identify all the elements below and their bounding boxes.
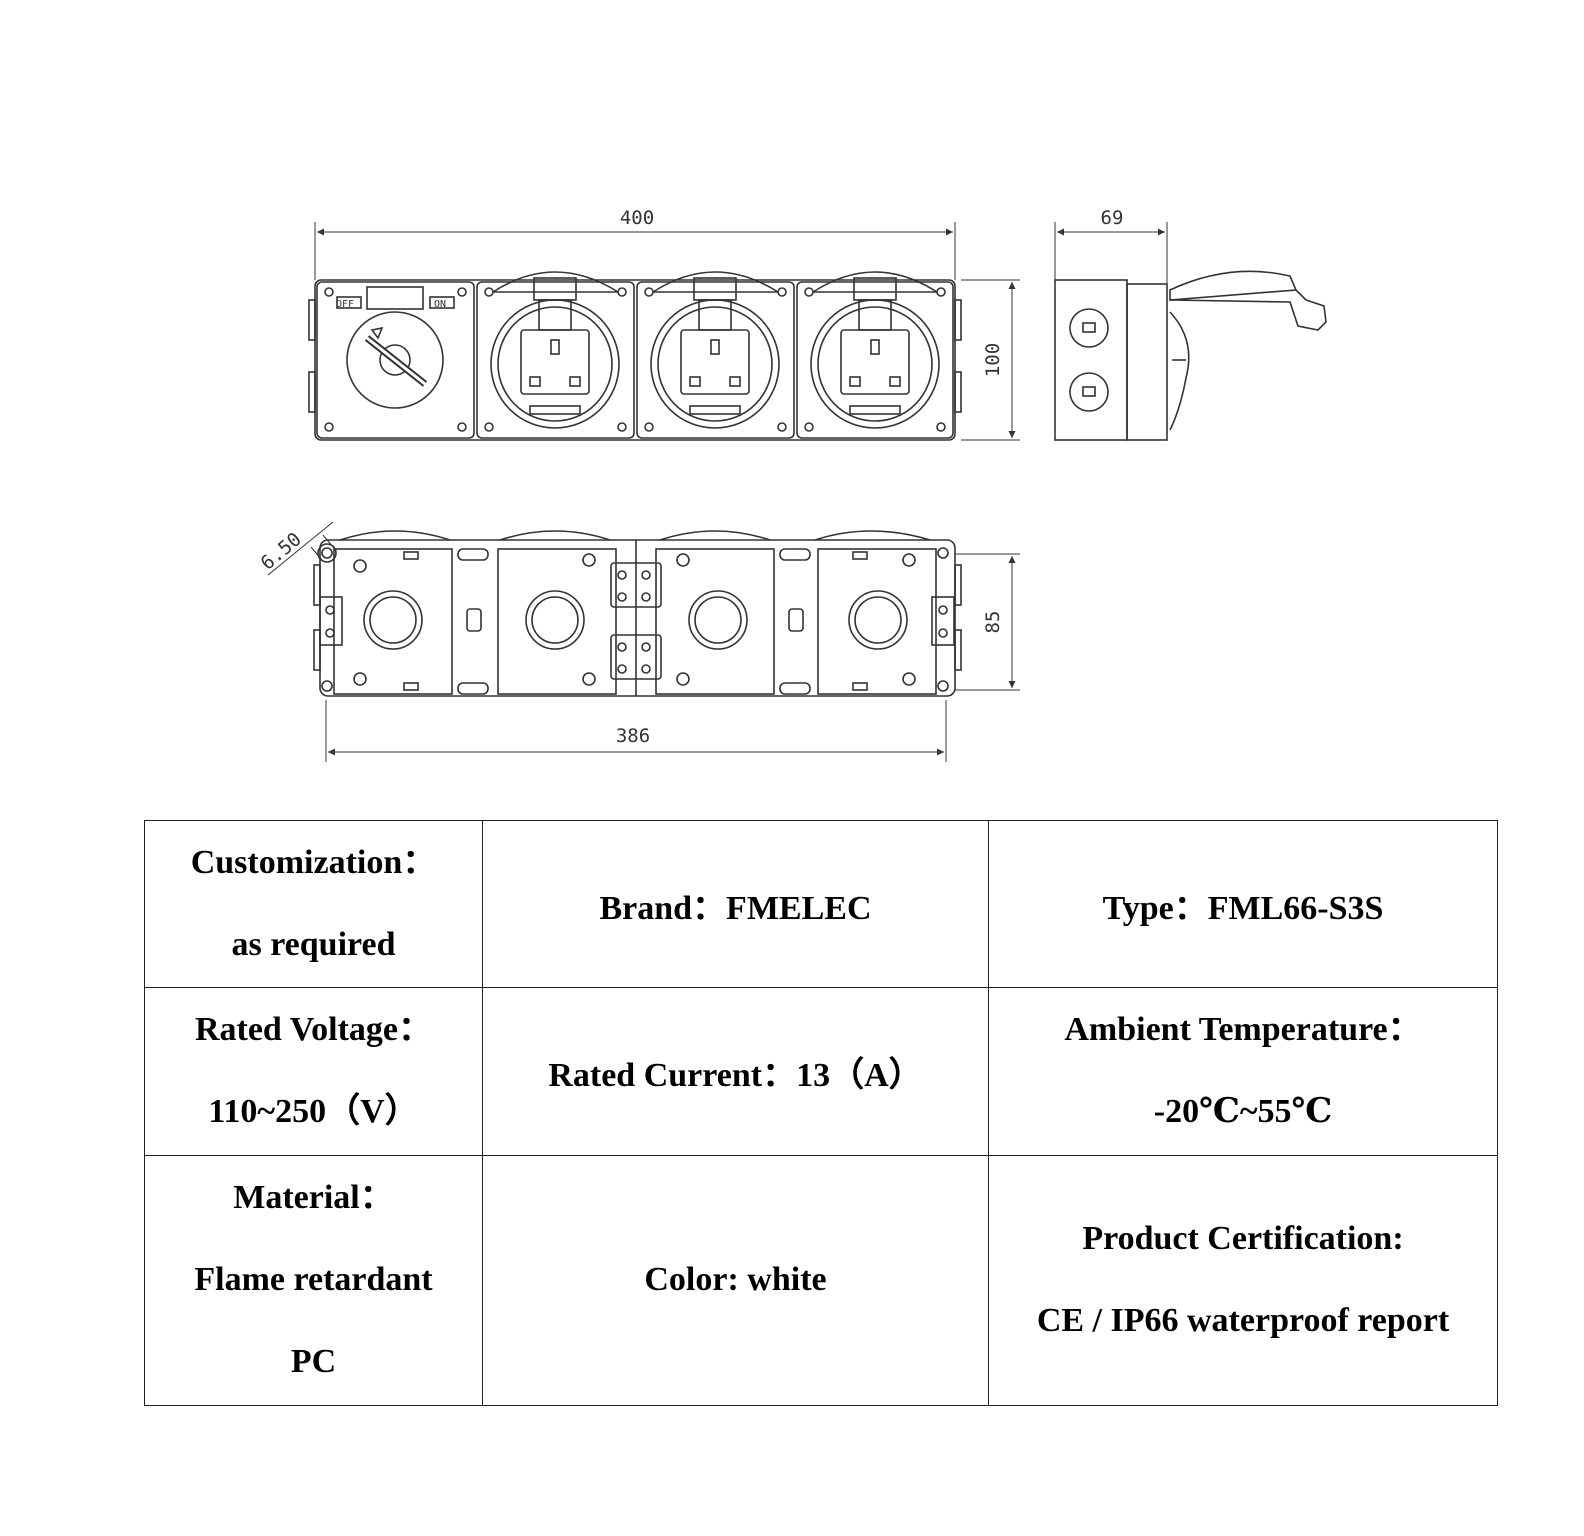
- customization-label: Customization：: [190, 844, 437, 882]
- spec-cell-certification: Product Certification: CE / IP66 waterpr…: [988, 1154, 1498, 1407]
- rated-voltage-value: 110~250（V）: [208, 1093, 419, 1131]
- spec-cell-rated-current: Rated Current：13（A）: [482, 987, 989, 1156]
- type-text: Type：FML66-S3S: [1102, 889, 1384, 927]
- technical-drawing: OFF ON: [257, 207, 1327, 762]
- customization-value: as required: [231, 926, 396, 964]
- dim-back-width: 386: [616, 725, 650, 747]
- socket-module-3: [796, 271, 954, 439]
- spec-cell-material: Material： Flame retardant PC: [144, 1154, 483, 1407]
- dim-hole-diameter: 6.50: [257, 528, 306, 574]
- socket-module-1: [476, 271, 635, 439]
- material-value-line-2: PC: [290, 1343, 337, 1381]
- back-view: [267, 521, 1020, 762]
- spec-cell-color: Color: white: [482, 1154, 989, 1407]
- spec-cell-ambient-temperature: Ambient Temperature： -20℃~55℃: [988, 987, 1498, 1156]
- dim-side-depth: 69: [1101, 207, 1124, 229]
- socket-module-2: [636, 271, 795, 439]
- spec-cell-brand: Brand：FMELEC: [482, 819, 989, 989]
- rated-voltage-label: Rated Voltage：: [194, 1011, 433, 1049]
- side-view: [1054, 222, 1327, 441]
- ambient-temperature-label: Ambient Temperature：: [1064, 1011, 1422, 1049]
- spec-row-1: Customization： as required Brand：FMELEC …: [144, 819, 1498, 989]
- dim-front-width: 400: [620, 207, 654, 229]
- material-label: Material：: [233, 1179, 394, 1217]
- certification-label: Product Certification:: [1082, 1220, 1404, 1258]
- switch-module: [316, 281, 475, 439]
- brand-text: Brand：FMELEC: [599, 889, 872, 927]
- certification-value: CE / IP66 waterproof report: [1036, 1302, 1450, 1340]
- color-text: Color: white: [644, 1261, 827, 1299]
- spec-table: Customization： as required Brand：FMELEC …: [144, 819, 1498, 1407]
- material-value-line-1: Flame retardant: [194, 1261, 433, 1299]
- spec-cell-customization: Customization： as required: [144, 819, 483, 989]
- spec-row-2: Rated Voltage： 110~250（V） Rated Current：…: [144, 987, 1498, 1156]
- spec-cell-rated-voltage: Rated Voltage： 110~250（V）: [144, 987, 483, 1156]
- front-view: OFF ON: [308, 222, 1020, 441]
- ambient-temperature-value: -20℃~55℃: [1153, 1093, 1333, 1131]
- switch-on-label: ON: [434, 299, 446, 310]
- spec-row-3: Material： Flame retardant PC Color: whit…: [144, 1154, 1498, 1407]
- dim-back-height: 85: [982, 611, 1004, 634]
- switch-off-label: OFF: [336, 299, 354, 310]
- dim-front-height: 100: [982, 343, 1004, 377]
- rated-current-text: Rated Current：13（A）: [548, 1056, 923, 1094]
- spec-cell-type: Type：FML66-S3S: [988, 819, 1498, 989]
